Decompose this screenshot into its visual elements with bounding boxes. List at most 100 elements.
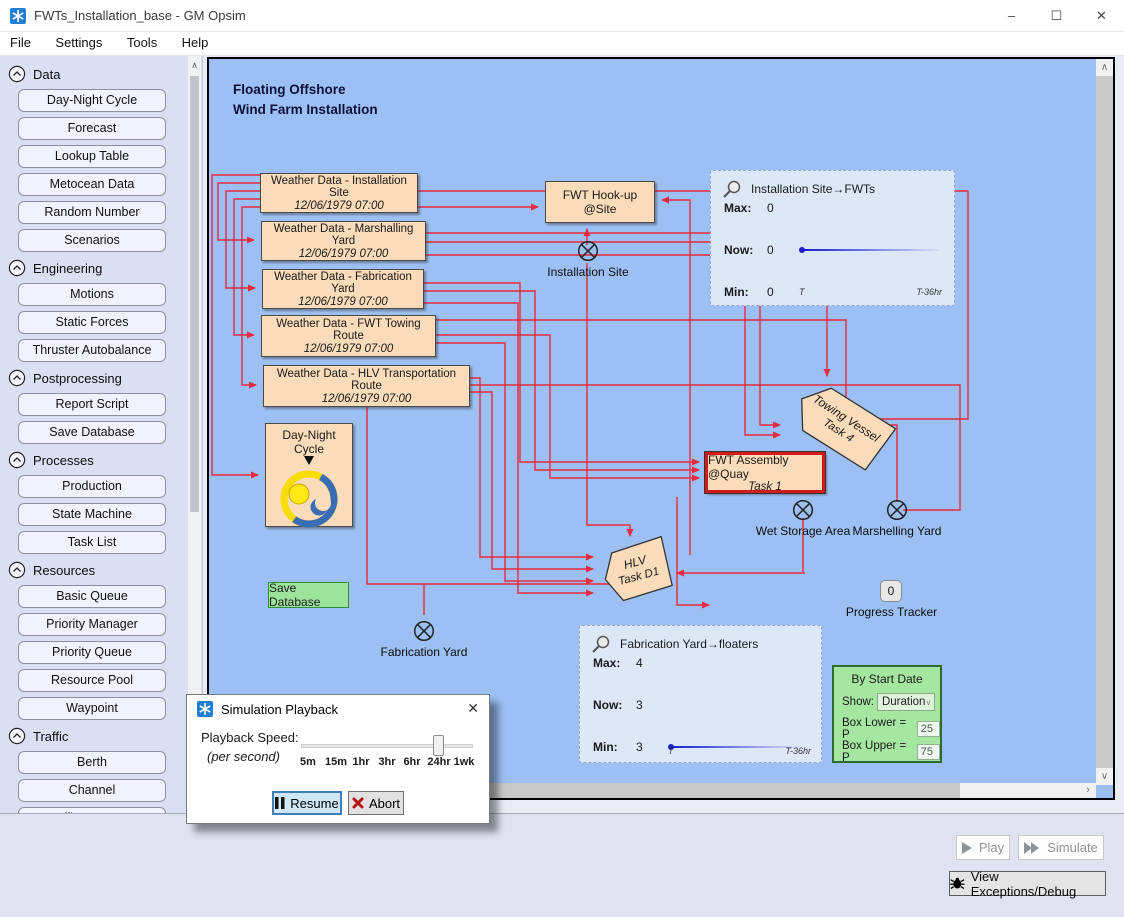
close-button[interactable]: ✕ <box>1096 8 1107 23</box>
simulate-button[interactable]: Simulate <box>1018 835 1104 860</box>
node-timestamp: 12/06/1979 07:00 <box>298 247 389 260</box>
minimize-button[interactable]: – <box>1007 8 1016 23</box>
menu-settings[interactable]: Settings <box>55 35 103 50</box>
sidebar-section-processes[interactable]: Processes <box>8 450 202 470</box>
box-lower-input[interactable]: 25 <box>916 721 940 737</box>
sidebar-item-save-database[interactable]: Save Database <box>18 421 166 444</box>
axis-label-t: T <box>799 287 805 297</box>
scroll-right-icon[interactable]: › <box>1086 784 1090 796</box>
speed-slider-track[interactable] <box>301 744 473 748</box>
sidebar-section-resources[interactable]: Resources <box>8 560 202 580</box>
sidebar-scrollbar[interactable]: ∧ <box>188 56 201 813</box>
sidebar-section-data[interactable]: Data <box>8 64 202 84</box>
node-fabrication-yard-label: Fabrication Yard <box>380 645 468 659</box>
node-weather-hlv-transportation-route[interactable]: Weather Data - HLV Transportation Route … <box>263 365 470 407</box>
node-weather-fwt-towing-route[interactable]: Weather Data - FWT Towing Route 12/06/19… <box>261 315 436 357</box>
playback-speed-label: Playback Speed: <box>201 730 299 745</box>
sidebar-item-priority-queue[interactable]: Priority Queue <box>18 641 166 664</box>
maximize-button[interactable]: ☐ <box>1050 8 1063 23</box>
axis-label-t36: T-36hr <box>785 746 811 756</box>
node-day-night-cycle[interactable]: Day-Night Cycle <box>265 423 353 528</box>
tick-3hr: 3hr <box>378 756 396 768</box>
node-fwt-hookup[interactable]: FWT Hook-up @Site <box>545 181 655 223</box>
sidebar-section-engineering[interactable]: Engineering <box>8 258 202 278</box>
sidebar-item-berth[interactable]: Berth <box>18 751 166 774</box>
sidebar-item-metocean-data[interactable]: Metocean Data <box>18 173 166 196</box>
sidebar-item-task-list[interactable]: Task List <box>18 531 166 554</box>
menu-file[interactable]: File <box>10 35 31 50</box>
min-label: Min: <box>724 285 749 299</box>
sidebar-item-forecast[interactable]: Forecast <box>18 117 166 140</box>
min-value: 3 <box>636 740 643 754</box>
max-value: 0 <box>767 201 774 215</box>
trend-line <box>672 746 800 748</box>
sidebar-item-production[interactable]: Production <box>18 475 166 498</box>
sidebar-item-state-machine[interactable]: State Machine <box>18 503 166 526</box>
sidebar-item-waypoint[interactable]: Waypoint <box>18 697 166 720</box>
sidebar-item-priority-manager[interactable]: Priority Manager <box>18 613 166 636</box>
node-progress-tracker-value[interactable]: 0 <box>880 580 902 602</box>
scrollbar-thumb[interactable] <box>190 76 199 512</box>
chevron-down-icon: ∨ <box>925 697 932 707</box>
sidebar-item-lookup-table[interactable]: Lookup Table <box>18 145 166 168</box>
node-label: Day-Night Cycle <box>282 428 336 456</box>
resume-button[interactable]: Resume <box>272 791 342 815</box>
max-label: Max: <box>724 201 752 215</box>
section-label: Processes <box>33 452 94 468</box>
node-marshelling-yard[interactable] <box>885 498 909 522</box>
resume-label: Resume <box>290 795 339 811</box>
speed-slider-handle[interactable] <box>433 735 444 756</box>
menu-help[interactable]: Help <box>181 35 209 50</box>
monitor-installation-site-fwts[interactable]: Installation Site→FWTs Max: 0 Now: 0 Min… <box>710 170 955 306</box>
node-save-database[interactable]: Save Database <box>268 581 349 609</box>
sidebar-item-basic-queue[interactable]: Basic Queue <box>18 585 166 608</box>
box-upper-input[interactable]: 75 <box>916 744 940 760</box>
scroll-up-icon[interactable]: ∧ <box>1096 59 1113 76</box>
node-subtitle: Task 1 <box>748 480 782 493</box>
monitor-fabrication-yard-floaters[interactable]: Fabrication Yard→floaters Max: 4 Now: 3 … <box>579 625 822 763</box>
abort-label: Abort <box>368 795 401 811</box>
sidebar-item-channel[interactable]: Channel <box>18 779 166 802</box>
scroll-down-icon[interactable]: ∨ <box>1096 768 1113 785</box>
sidebar-item-report-script[interactable]: Report Script <box>18 393 166 416</box>
dialog-close-button[interactable]: ✕ <box>467 700 479 716</box>
abort-button[interactable]: Abort <box>348 791 404 815</box>
sidebar-item-traffic-generator[interactable]: Traffic Generator <box>18 807 166 813</box>
simulate-label: Simulate <box>1047 840 1098 855</box>
node-wet-storage-area[interactable] <box>791 498 815 522</box>
circle-cross-icon <box>577 240 599 262</box>
node-fabrication-yard[interactable] <box>412 619 436 643</box>
node-fwt-assembly[interactable]: FWT Assembly @Quay Task 1 <box>705 452 825 493</box>
node-towing-vessel[interactable]: Towing Vessel Task 4 <box>785 373 900 477</box>
node-timestamp: 12/06/1979 07:00 <box>321 392 412 405</box>
sidebar-item-random-number[interactable]: Random Number <box>18 201 166 224</box>
node-weather-installation-site[interactable]: Weather Data - Installation Site 12/06/1… <box>260 173 418 213</box>
node-label: Save Database <box>269 581 321 609</box>
sidebar-item-day-night-cycle[interactable]: Day-Night Cycle <box>18 89 166 112</box>
play-button[interactable]: Play <box>956 835 1010 860</box>
sidebar-item-scenarios[interactable]: Scenarios <box>18 229 166 252</box>
view-exceptions-debug-button[interactable]: View Exceptions/Debug <box>949 869 1106 899</box>
monitor-title: Installation Site→FWTs <box>751 182 876 196</box>
sidebar-item-thruster-autobalance[interactable]: Thruster Autobalance <box>18 339 166 362</box>
task-tag-shape <box>604 535 673 602</box>
sidebar-section-postprocessing[interactable]: Postprocessing <box>8 368 202 388</box>
node-weather-fabrication-yard[interactable]: Weather Data - Fabrication Yard 12/06/19… <box>262 269 424 309</box>
menu-tools[interactable]: Tools <box>126 35 158 50</box>
node-hlv-task[interactable]: HLV Task D1 <box>597 533 678 607</box>
sidebar-item-motions[interactable]: Motions <box>18 283 166 306</box>
node-installation-site[interactable] <box>576 239 600 263</box>
min-value: 0 <box>767 285 774 299</box>
show-dropdown[interactable]: Duration ∨ <box>876 693 935 711</box>
menu-bar: File Settings Tools Help <box>0 32 1124 56</box>
node-weather-marshalling-yard[interactable]: Weather Data - Marshalling Yard 12/06/19… <box>261 221 426 261</box>
node-installation-site-label: Installation Site <box>547 265 629 279</box>
canvas-vertical-scrollbar[interactable]: ∧ ∨ <box>1096 59 1113 785</box>
sidebar-section-traffic[interactable]: Traffic <box>8 726 202 746</box>
scroll-up-icon[interactable]: ∧ <box>191 60 198 70</box>
bug-icon <box>950 877 965 890</box>
sidebar-item-resource-pool[interactable]: Resource Pool <box>18 669 166 692</box>
sidebar-item-static-forces[interactable]: Static Forces <box>18 311 166 334</box>
monitor-title: Fabrication Yard→floaters <box>620 637 759 651</box>
